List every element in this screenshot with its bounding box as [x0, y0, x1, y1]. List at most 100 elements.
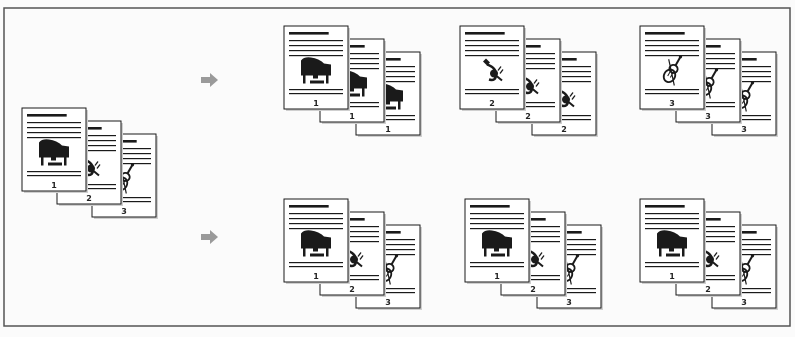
piano-body — [301, 243, 331, 249]
piano-pedal — [313, 249, 318, 252]
page-heading-line — [470, 205, 510, 208]
page-text-line — [470, 228, 524, 229]
page-text-line — [470, 266, 524, 267]
piano-leg — [41, 158, 44, 166]
page-number: 2 — [525, 112, 531, 121]
page-text-line — [465, 50, 519, 51]
piano-pedal — [51, 158, 56, 161]
page-heading-line — [645, 32, 685, 35]
document-page: 1 — [22, 108, 88, 193]
page-text-line — [27, 122, 81, 123]
page-sheet — [640, 26, 704, 109]
page-text-line — [289, 266, 343, 267]
page-number: 1 — [385, 125, 391, 134]
piano-leg — [682, 249, 685, 257]
page-text-line — [289, 93, 343, 94]
page-number: 1 — [51, 181, 57, 190]
page-number: 1 — [313, 99, 319, 108]
arrow-shape — [201, 230, 218, 244]
page-text-line — [645, 213, 699, 214]
page-number: 2 — [489, 99, 495, 108]
page-text-line — [289, 262, 343, 263]
page-text-line — [470, 213, 524, 214]
piano-body — [39, 152, 69, 158]
page-text-line — [289, 223, 343, 224]
page-text-line — [27, 175, 81, 176]
page-text-line — [645, 228, 699, 229]
document-page: 1 — [284, 26, 350, 111]
page-number: 2 — [86, 194, 92, 203]
page-number: 2 — [705, 285, 711, 294]
document-page: 2 — [460, 26, 526, 111]
page-number: 2 — [349, 285, 355, 294]
page-text-line — [465, 45, 519, 46]
page-text-line — [27, 171, 81, 172]
page-text-line — [645, 55, 699, 56]
page-text-line — [465, 55, 519, 56]
document-page: 1 — [284, 199, 350, 284]
page-text-line — [645, 93, 699, 94]
page-text-line — [289, 213, 343, 214]
page-heading-line — [465, 32, 505, 35]
page-text-line — [465, 40, 519, 41]
page-text-line — [27, 127, 81, 128]
piano-body — [657, 243, 687, 249]
document-page: 1 — [640, 199, 706, 284]
piano-leg — [64, 158, 67, 166]
arrow-shape — [201, 73, 218, 87]
page-text-line — [289, 50, 343, 51]
piano-leg — [303, 249, 306, 257]
page-heading-line — [645, 205, 685, 208]
page-text-line — [470, 218, 524, 219]
piano-body — [301, 70, 331, 76]
piano-bench — [491, 254, 505, 257]
page-text-line — [645, 262, 699, 263]
page-text-line — [289, 40, 343, 41]
document-page: 1 — [465, 199, 531, 284]
page-number: 3 — [566, 298, 572, 307]
piano-leg — [362, 89, 365, 97]
page-text-line — [465, 89, 519, 90]
page-text-line — [470, 262, 524, 263]
piano-pedal — [494, 249, 499, 252]
piano-leg — [659, 249, 662, 257]
piano-leg — [326, 76, 329, 84]
page-text-line — [289, 89, 343, 90]
page-text-line — [645, 40, 699, 41]
page-number: 1 — [494, 272, 500, 281]
page-heading-line — [289, 32, 329, 35]
page-text-line — [645, 218, 699, 219]
page-heading-line — [289, 205, 329, 208]
page-number: 1 — [313, 272, 319, 281]
page-number: 3 — [705, 112, 711, 121]
piano-leg — [303, 76, 306, 84]
page-number: 2 — [530, 285, 536, 294]
piano-bench — [666, 254, 680, 257]
piano-pedal — [313, 76, 318, 79]
page-number: 3 — [385, 298, 391, 307]
page-text-line — [465, 93, 519, 94]
page-text-line — [27, 137, 81, 138]
page-text-line — [289, 218, 343, 219]
page-number: 1 — [669, 272, 675, 281]
page-text-line — [645, 266, 699, 267]
page-text-line — [645, 50, 699, 51]
page-number: 3 — [121, 207, 127, 216]
page-text-line — [645, 45, 699, 46]
page-number: 3 — [741, 125, 747, 134]
page-text-line — [289, 55, 343, 56]
page-number: 2 — [561, 125, 567, 134]
page-text-line — [645, 223, 699, 224]
page-heading-line — [27, 114, 67, 117]
page-text-line — [27, 132, 81, 133]
page-text-line — [645, 89, 699, 90]
piano-pedal — [669, 249, 674, 252]
document-page: 3 — [640, 26, 706, 111]
page-number: 3 — [669, 99, 675, 108]
page-text-line — [289, 45, 343, 46]
piano-bench — [310, 81, 324, 84]
piano-bench — [310, 254, 324, 257]
page-number: 3 — [741, 298, 747, 307]
